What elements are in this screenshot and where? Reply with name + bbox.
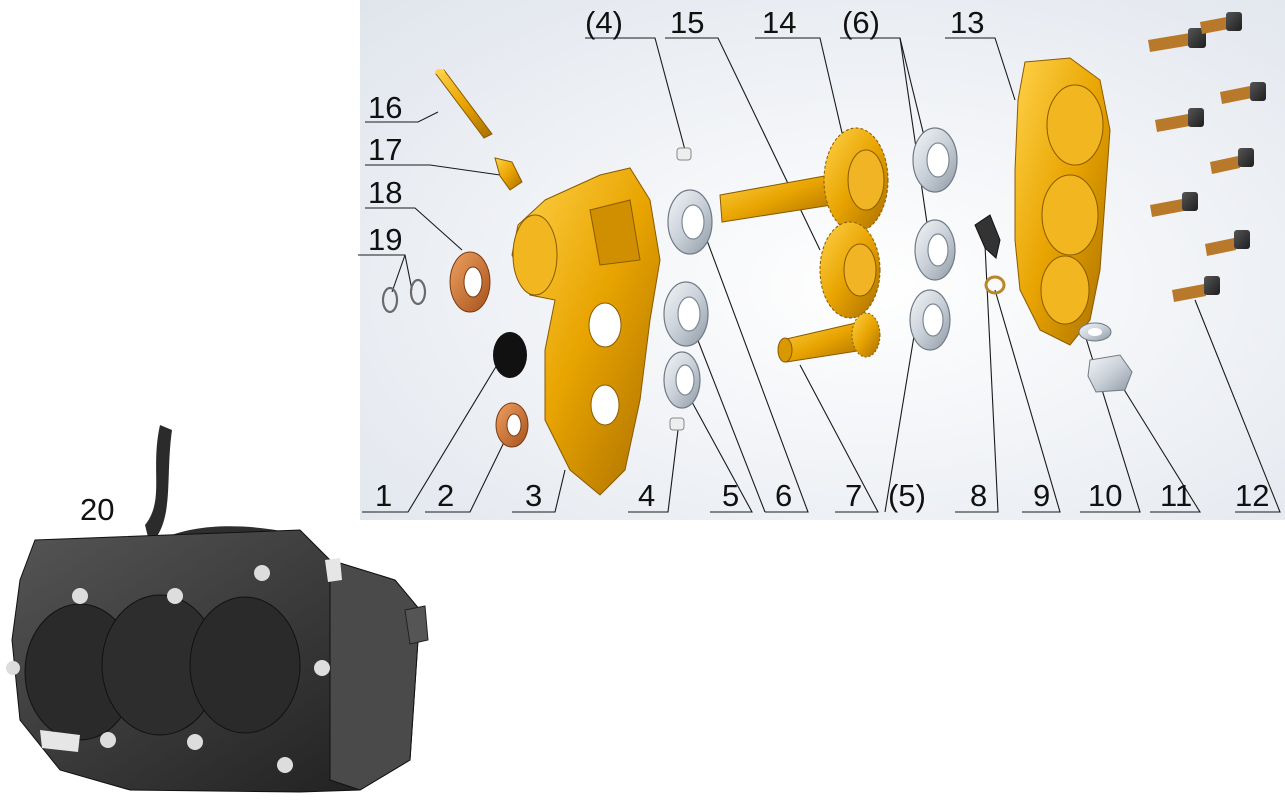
callout-20: 20 bbox=[80, 492, 114, 527]
part-4-dowel-pins bbox=[669, 147, 692, 431]
callout-14: 14 bbox=[762, 5, 796, 40]
callout-labels: 16 17 18 19 (4) 15 14 (6) 13 1 2 3 4 5 6… bbox=[80, 5, 1269, 527]
part-12-bolts bbox=[1148, 12, 1266, 302]
part-16-pin bbox=[435, 69, 493, 139]
callout-13: 13 bbox=[950, 5, 984, 40]
callout-6-parenthesized: (6) bbox=[842, 5, 880, 40]
callout-16: 16 bbox=[368, 90, 402, 125]
callout-19: 19 bbox=[368, 222, 402, 257]
part-8-sensor bbox=[974, 214, 1001, 259]
part-15-gear bbox=[819, 221, 881, 319]
part-6-bearing-upper bbox=[667, 189, 713, 255]
callout-8: 8 bbox=[970, 478, 987, 513]
part-5-bearing-right-lower bbox=[909, 289, 951, 351]
callout-9: 9 bbox=[1033, 478, 1050, 513]
part-11-drain-plug bbox=[1087, 354, 1133, 393]
part-5-bearing-lower bbox=[663, 351, 701, 409]
leader-lines-top bbox=[358, 37, 1016, 293]
callout-4: 4 bbox=[638, 478, 655, 513]
part-10-washer bbox=[1078, 322, 1112, 342]
callout-2: 2 bbox=[437, 478, 454, 513]
part-13-right-cover bbox=[1014, 57, 1111, 346]
part-6-bearing-middle bbox=[663, 281, 709, 347]
part-6-bearing-right-upper bbox=[912, 127, 958, 193]
leader-lines-bottom bbox=[362, 234, 1281, 513]
part-20-assembly bbox=[6, 425, 429, 793]
callout-5-parenthesized: (5) bbox=[888, 478, 926, 513]
callout-18: 18 bbox=[368, 175, 402, 210]
part-19-snap-rings bbox=[381, 278, 427, 314]
callout-10: 10 bbox=[1088, 478, 1122, 513]
part-7-output-shaft bbox=[777, 312, 881, 363]
callout-17: 17 bbox=[368, 132, 402, 167]
callout-11: 11 bbox=[1160, 478, 1192, 513]
callout-15: 15 bbox=[670, 5, 704, 40]
part-3-left-housing bbox=[511, 167, 661, 496]
callout-3: 3 bbox=[525, 478, 542, 513]
callout-12: 12 bbox=[1235, 478, 1269, 513]
part-6-bearing-right-middle bbox=[914, 219, 956, 281]
callout-5: 5 bbox=[722, 478, 739, 513]
callout-4-parenthesized: (4) bbox=[585, 5, 623, 40]
part-17-fitting bbox=[494, 157, 523, 191]
part-1-seal bbox=[493, 332, 527, 378]
part-2-washer bbox=[495, 402, 529, 448]
part-14-gear-shaft bbox=[719, 127, 889, 233]
part-9-o-ring bbox=[984, 275, 1006, 295]
part-18-spacer bbox=[449, 251, 491, 313]
callout-6: 6 bbox=[775, 478, 792, 513]
callout-1: 1 bbox=[375, 478, 392, 513]
callout-7: 7 bbox=[845, 478, 862, 513]
